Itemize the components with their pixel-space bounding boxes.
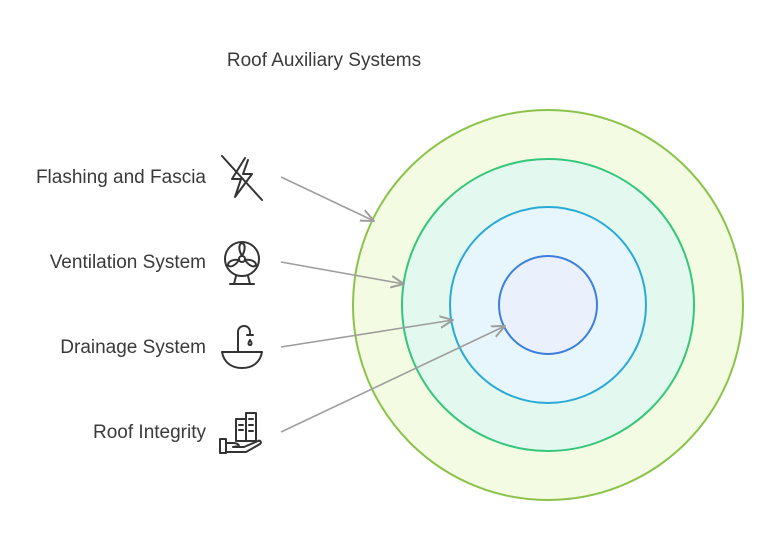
- label-roof-integrity: Roof Integrity: [93, 422, 206, 443]
- label-ventilation-system: Ventilation System: [49, 252, 206, 273]
- label-drainage-system: Drainage System: [60, 337, 206, 358]
- diagram-title: Roof Auxiliary Systems: [226, 50, 422, 71]
- lightning-off-icon: [221, 155, 263, 201]
- arrow-drainage-system: [280, 320, 453, 348]
- arrow-ventilation-system: [280, 261, 404, 284]
- arrow-roof-integrity: [280, 326, 505, 433]
- fan-icon: [224, 241, 260, 285]
- faucet-basin-icon: [221, 325, 263, 369]
- hand-buildings-icon: [219, 412, 262, 454]
- arrow-flashing-and-fascia: [280, 176, 374, 221]
- ring-roof-integrity: [498, 255, 598, 355]
- label-flashing-and-fascia: Flashing and Fascia: [35, 167, 206, 188]
